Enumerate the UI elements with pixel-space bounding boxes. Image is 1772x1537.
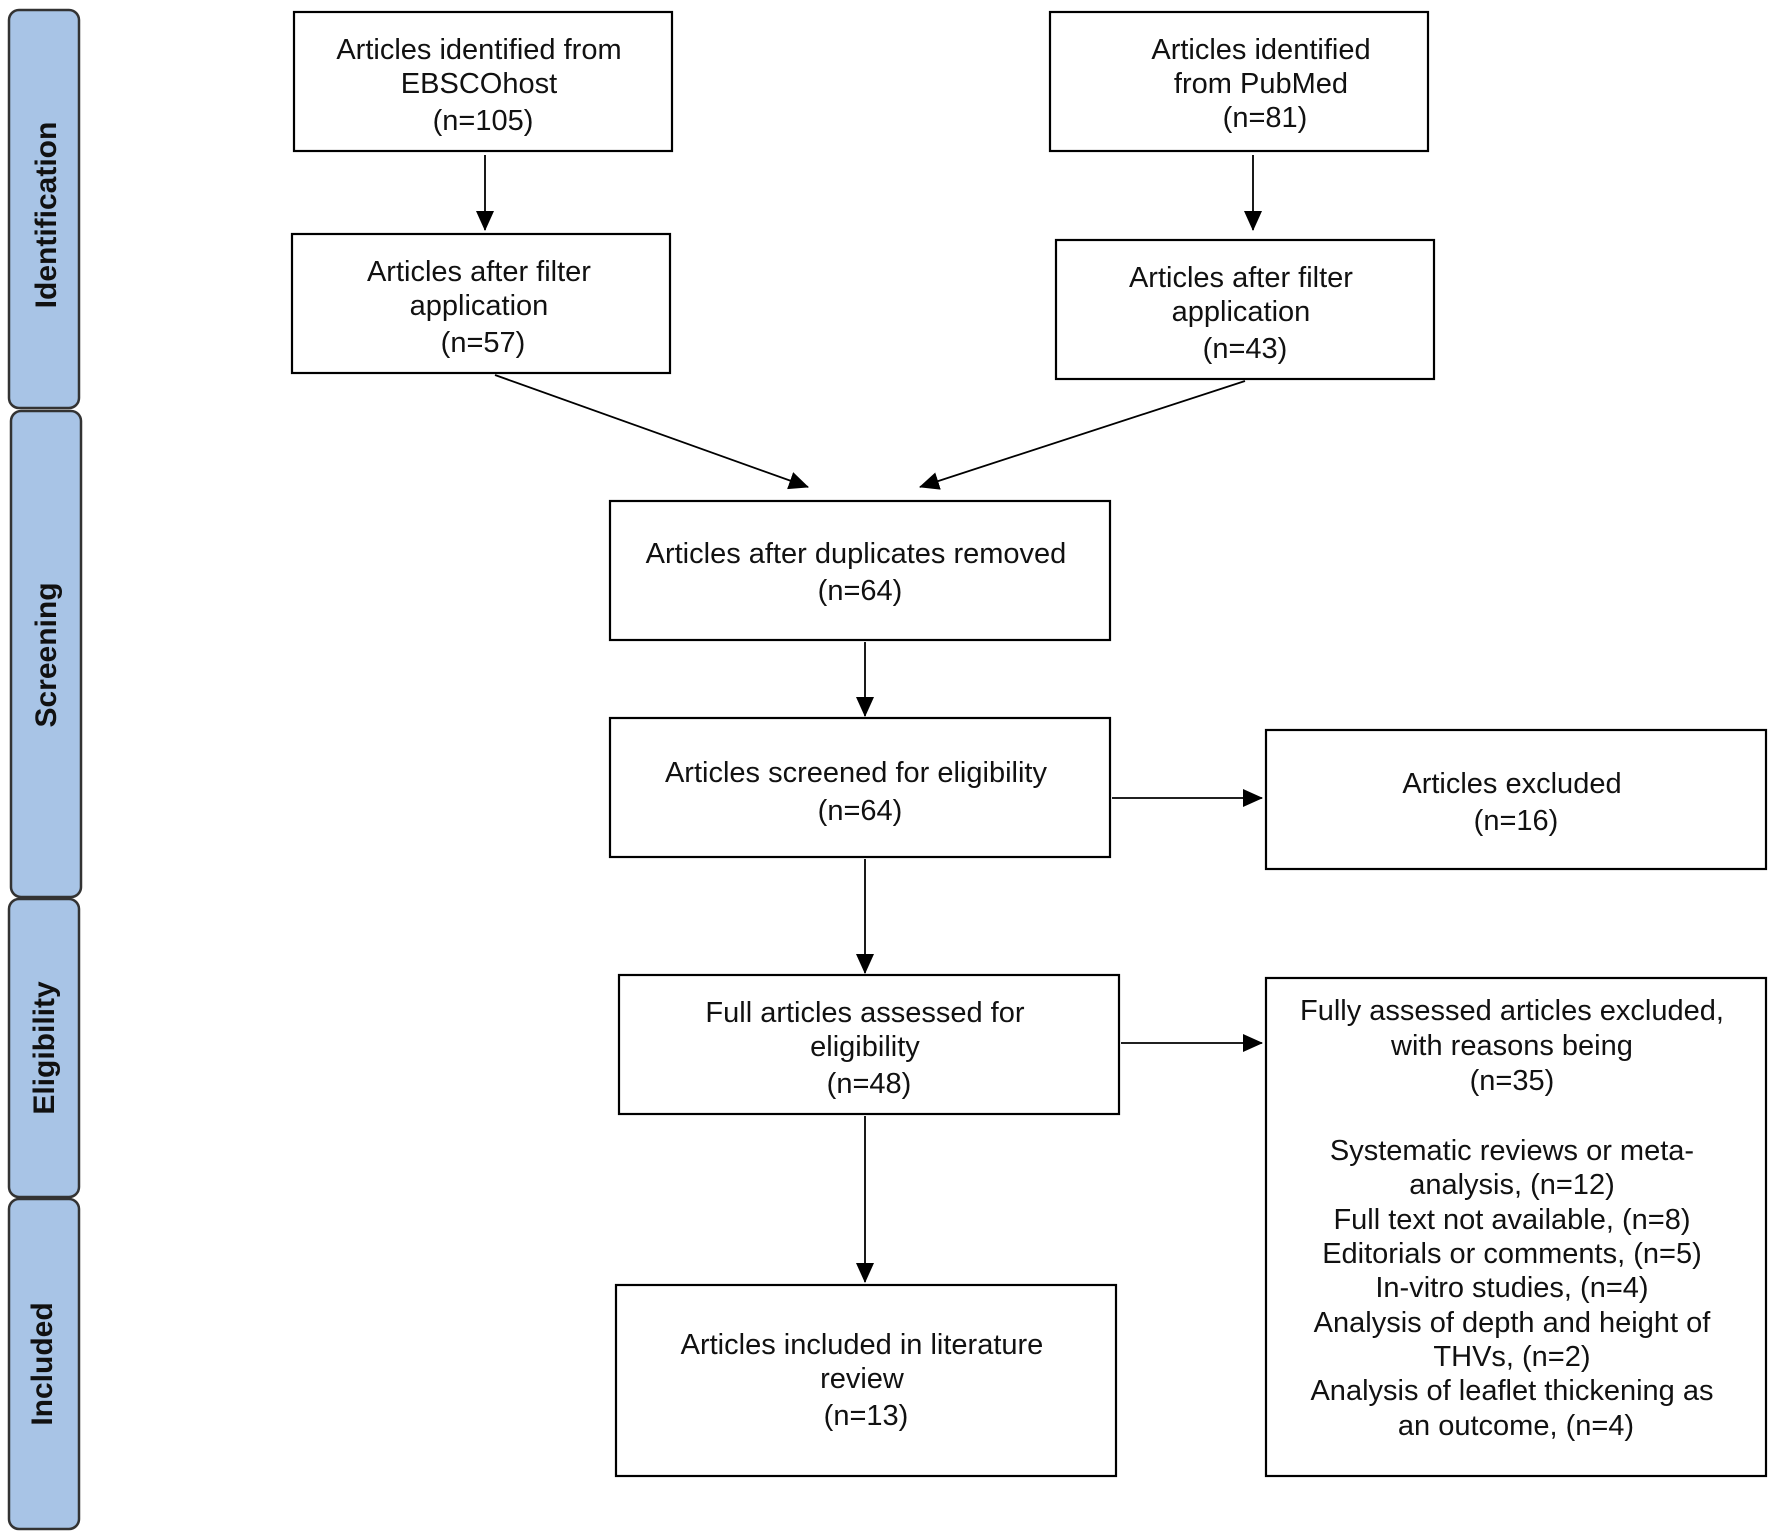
box-ebsco-filter: Articles after filter application (n=57): [290, 232, 672, 375]
box-full-assessed: Full articles assessed for eligibility (…: [617, 973, 1121, 1116]
box-duplicates-removed: Articles after duplicates removed (n=64): [608, 499, 1112, 642]
box-pubmed: Articles identified from PubMed (n=81): [1048, 10, 1430, 153]
phase-identification-label: Identification: [30, 122, 63, 309]
box-included: Articles included in literature review (…: [614, 1283, 1118, 1478]
phase-eligibility: Eligibility: [7, 897, 81, 1199]
box-ebsco-filter-text: Articles after filter application (n=57): [367, 256, 599, 359]
box-ebscohost-text: Articles identified from EBSCOhost (n=10…: [336, 34, 629, 137]
box-screened-text: Articles screened for eligibility (n=64): [665, 757, 1055, 827]
box-excluded-text: Articles excluded (n=16): [1402, 768, 1629, 837]
box-ebscohost: Articles identified from EBSCOhost (n=10…: [292, 10, 674, 153]
box-excluded: Articles excluded (n=16): [1264, 728, 1768, 871]
phase-identification: Identification: [7, 8, 81, 410]
box-screened: Articles screened for eligibility (n=64): [608, 716, 1112, 859]
phase-included: Included: [7, 1197, 81, 1531]
box-full-excluded-text: Fully assessed articles excluded, with r…: [1300, 995, 1732, 1442]
arrow-pubmed-filter-to-duplicates: [919, 380, 1246, 490]
box-pubmed-filter-text: Articles after filter application (n=43): [1129, 262, 1361, 365]
phase-eligibility-label: Eligibility: [28, 981, 61, 1115]
phase-screening-label: Screening: [30, 582, 63, 727]
arrow-ebsco-filter-to-duplicates: [494, 374, 809, 490]
phase-included-label: Included: [26, 1302, 59, 1425]
box-full-excluded: Fully assessed articles excluded, with r…: [1264, 976, 1768, 1478]
box-pubmed-filter: Articles after filter application (n=43): [1054, 238, 1436, 381]
box-pubmed-text: Articles identified from PubMed (n=81): [1151, 34, 1378, 134]
box-full-assessed-text: Full articles assessed for eligibility (…: [705, 997, 1032, 1100]
box-included-text: Articles included in literature review (…: [681, 1329, 1052, 1432]
phase-screening: Screening: [9, 409, 83, 899]
box-duplicates-removed-text: Articles after duplicates removed (n=64): [646, 538, 1075, 607]
